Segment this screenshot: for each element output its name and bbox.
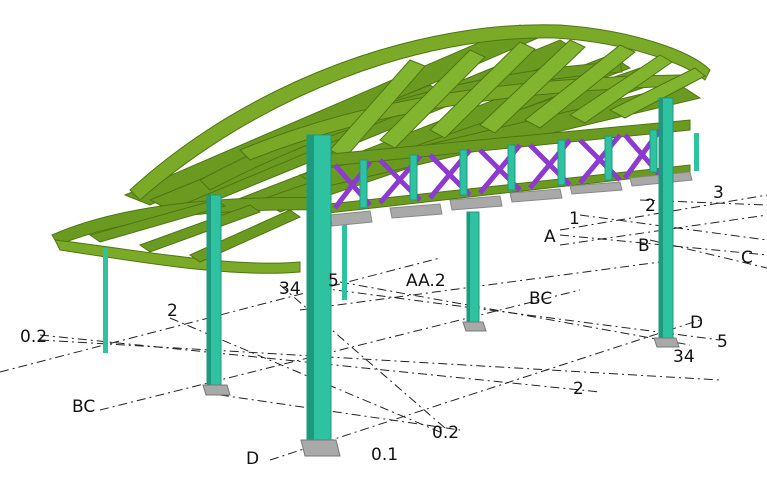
grid-label-0-1: 0.1 [371, 445, 398, 465]
column-mid-right [462, 211, 487, 332]
grid-label-a-far: A [544, 227, 556, 247]
grid-label-0-2-right: 0.2 [432, 423, 459, 443]
grid-label-34-far: 34 [673, 347, 695, 367]
grid-label-bc-mid: BC [529, 289, 552, 309]
grid-label-34-mid: 34 [279, 279, 301, 299]
grid-label-d-near: D [246, 449, 259, 469]
grid-label-3-far: 3 [713, 183, 724, 203]
grid-label-2-right: 2 [573, 379, 584, 399]
column-left-thin [103, 248, 108, 353]
grid-label-5-mid: 5 [328, 271, 339, 291]
grid-label-2-far: 2 [645, 196, 656, 216]
grid-label-2-left: 2 [167, 301, 178, 321]
column-left-main [202, 194, 231, 396]
roof-ridge-beam [129, 24, 711, 201]
column-front-main [300, 134, 341, 457]
grid-label-d-far: D [690, 313, 703, 333]
grid-label-1-far: 1 [569, 209, 580, 229]
column-back-left [342, 225, 347, 300]
grid-label-bc-near: BC [72, 397, 95, 417]
grid-label-b-far: B [638, 236, 650, 256]
grid-label-aa2: AA.2 [406, 271, 446, 291]
grid-label-c-far: C [741, 248, 753, 268]
grid-label-0-2: 0.2 [20, 327, 47, 347]
grid-labels: 0.2 BC 2 D 0.1 0.2 2 34 5 AA.2 BC 1 A 2 … [20, 183, 753, 469]
grid-label-5-far: 5 [717, 332, 728, 352]
column-right-main [653, 97, 680, 348]
column-far-right [694, 133, 699, 171]
lower-canopy-front [54, 239, 301, 274]
roof-slats [329, 39, 706, 159]
lower-canopy-slats [88, 199, 302, 263]
columns [103, 97, 699, 457]
truss [319, 119, 693, 227]
